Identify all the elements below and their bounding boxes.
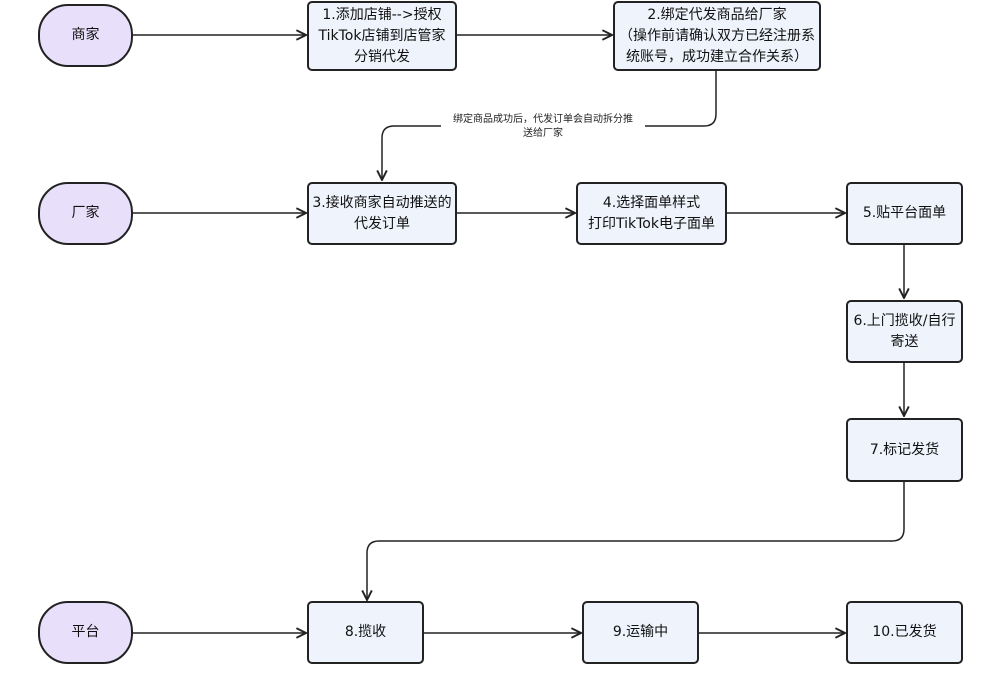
step-1-add-store: 1.添加店铺-->授权 TikTok店铺到店管家 分销代发: [307, 1, 457, 71]
step-3-receive-orders: 3.接收商家自动推送的 代发订单: [307, 182, 457, 245]
step-8-collect: 8.揽收: [307, 601, 424, 664]
step-5-attach-waybill: 5.贴平台面单: [846, 182, 963, 245]
actor-merchant: 商家: [38, 4, 133, 67]
step-7-label: 7.标记发货: [869, 441, 940, 458]
step-8-label: 8.揽收: [344, 624, 387, 640]
actor-platform-label: 平台: [71, 624, 100, 640]
actor-platform: 平台: [38, 601, 133, 664]
step-7-mark-shipped: 7.标记发货: [846, 418, 963, 482]
step-1-label: 1.添加店铺-->授权 TikTok店铺到店管家 分销代发: [318, 6, 446, 65]
step-4-label: 4.选择面单样式 打印TikTok电子面单: [588, 194, 715, 232]
step-5-label: 5.贴平台面单: [862, 205, 947, 221]
edge-s7-to-s8: [367, 482, 905, 600]
step-4-print-waybill: 4.选择面单样式 打印TikTok电子面单: [576, 182, 727, 245]
step-10-shipped: 10.已发货: [846, 601, 963, 664]
step-3-label: 3.接收商家自动推送的 代发订单: [312, 194, 452, 232]
step-6-label: 6.上门揽收/自行 寄送: [853, 312, 956, 350]
step-10-label: 10.已发货: [872, 624, 937, 640]
actor-manufacturer-label: 厂家: [71, 205, 100, 221]
step-6-pickup: 6.上门揽收/自行 寄送: [846, 300, 963, 363]
step-9-label: 9.运输中: [612, 624, 669, 640]
step-2-label: 2.绑定代发商品给厂家 （操作前请确认双方已经注册系 统账号，成功建立合作关系）: [619, 6, 815, 65]
actor-manufacturer: 厂家: [38, 182, 133, 245]
edge-label-s2-to-s3: 绑定商品成功后，代发订单会自动拆分推 送给厂家: [441, 112, 645, 142]
step-2-bind-products: 2.绑定代发商品给厂家 （操作前请确认双方已经注册系 统账号，成功建立合作关系）: [613, 1, 821, 71]
step-9-in-transit: 9.运输中: [582, 601, 699, 664]
actor-merchant-label: 商家: [71, 27, 100, 43]
